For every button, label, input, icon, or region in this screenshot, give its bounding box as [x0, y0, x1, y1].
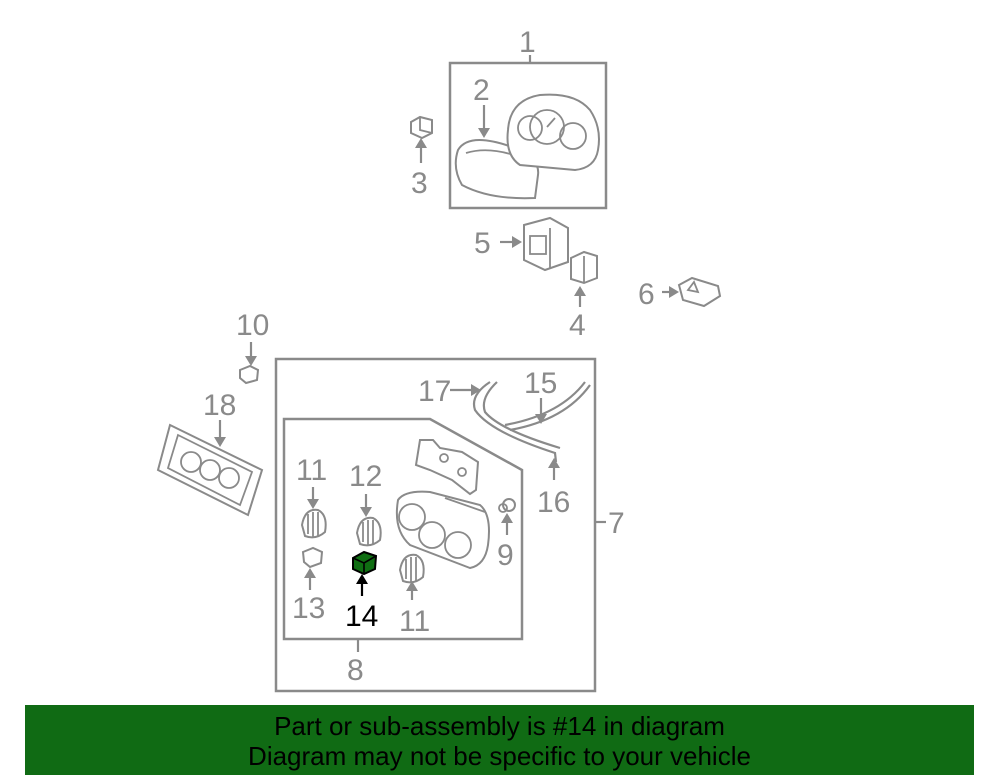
callout-2: 2: [473, 74, 490, 107]
bulb-part-13: [301, 546, 324, 569]
meter-cluster: [506, 93, 600, 172]
knob-part-12: [355, 516, 382, 547]
knob-part-11-left: [300, 508, 327, 539]
callout-18: 18: [203, 389, 236, 422]
parts-diagram: 1 2 3 5 4 6: [156, 26, 722, 693]
bulb-socket-part-3: [410, 115, 433, 140]
callout-4: 4: [569, 309, 586, 342]
banner-line-1: Part or sub-assembly is #14 in diagram: [274, 711, 725, 741]
callout-11-left: 11: [296, 454, 327, 487]
callout-5: 5: [474, 227, 491, 260]
assembly-1-frame: [448, 61, 608, 210]
control-unit: [395, 490, 490, 570]
callout-12: 12: [349, 460, 382, 493]
callout-1: 1: [519, 26, 536, 59]
callout-9: 9: [497, 539, 514, 572]
control-bezel-part-18: [156, 423, 264, 517]
assembly-8-frame: [282, 417, 524, 641]
callout-16: 16: [537, 486, 570, 519]
assembly-7-frame: [274, 357, 597, 693]
knob-part-11-right: [398, 553, 425, 584]
callout-13: 13: [292, 592, 325, 625]
callout-10: 10: [236, 309, 269, 342]
bracket: [414, 439, 480, 496]
module-part-5: [523, 216, 569, 272]
bulb-part-9: [498, 498, 516, 513]
bulb-part-10: [239, 364, 260, 385]
callout-6: 6: [638, 278, 655, 311]
hazard-switch-part-6: [677, 276, 722, 308]
info-banner: Part or sub-assembly is #14 in diagram D…: [25, 705, 974, 775]
callout-15: 15: [524, 367, 557, 400]
highlighted-part-14[interactable]: [352, 550, 378, 576]
callout-11-right: 11: [399, 605, 430, 638]
callout-3: 3: [411, 167, 428, 200]
callout-14: 14: [345, 600, 378, 633]
banner-line-2: Diagram may not be specific to your vehi…: [248, 741, 751, 771]
callout-17: 17: [418, 375, 451, 408]
callout-7: 7: [608, 507, 625, 540]
control-cables-part-15-17: [472, 381, 591, 463]
switch-part-4: [570, 250, 598, 285]
callout-8: 8: [347, 654, 364, 687]
